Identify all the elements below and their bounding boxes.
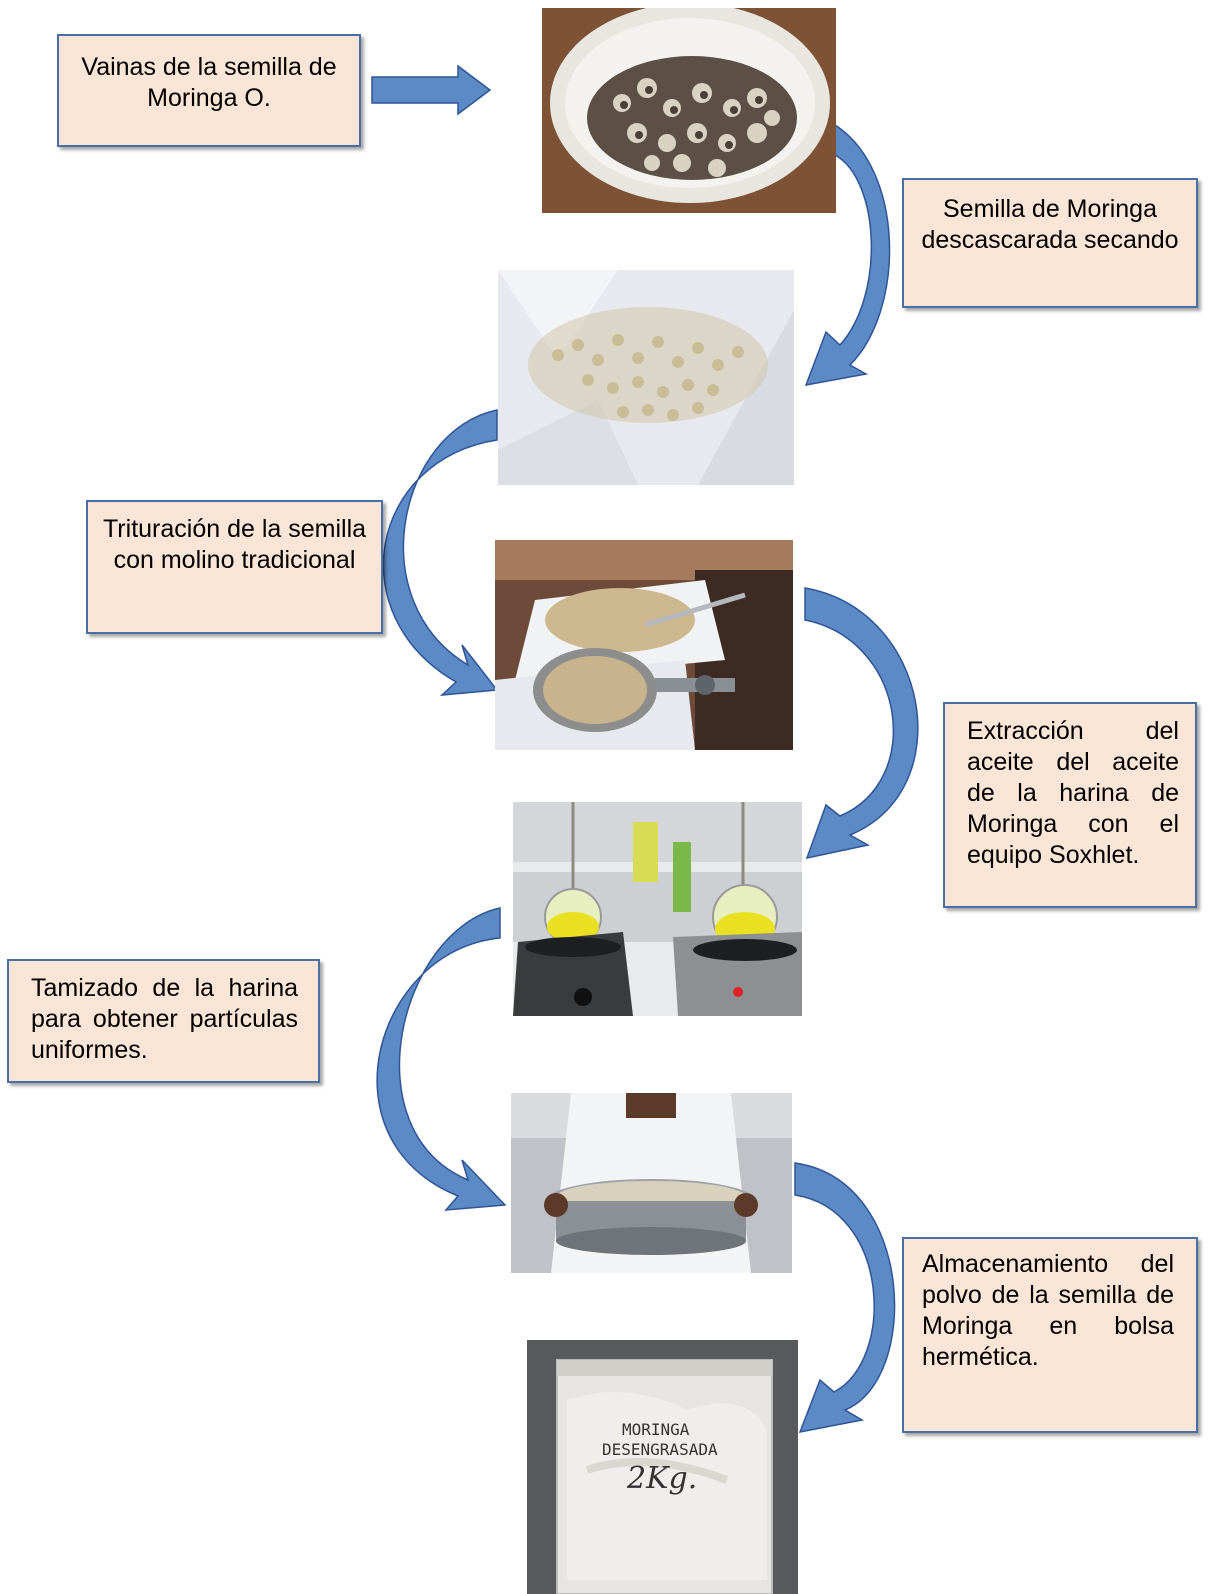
photo-sieving bbox=[511, 1093, 792, 1273]
photo-dehulled-seeds bbox=[498, 270, 794, 485]
photo-storage-bag: MORINGA DESENGRASADA 2Kg. bbox=[527, 1340, 798, 1594]
photo-seed-pods bbox=[542, 8, 836, 213]
bag-label-line1: MORINGA bbox=[622, 1420, 690, 1439]
curved-arrow-5-icon bbox=[794, 1162, 896, 1433]
step-box-pods: Vainas de la semilla de Moringa O. bbox=[57, 34, 361, 147]
step-box-storage: Almacenamiento del polvo de la semilla d… bbox=[902, 1237, 1198, 1433]
photo-soxhlet-extraction bbox=[513, 802, 802, 1016]
step-label-grinding: Trituración de la semilla con molino tra… bbox=[102, 515, 367, 574]
step-box-dehulled-seed: Semilla de Moringa descascarada secando bbox=[902, 178, 1198, 308]
bag-label-line2: DESENGRASADA bbox=[602, 1440, 718, 1459]
curved-arrow-3-icon bbox=[804, 587, 919, 860]
step-label-storage: Almacenamiento del polvo de la semilla d… bbox=[922, 1250, 1174, 1371]
photo-ground-flour bbox=[495, 540, 793, 750]
bag-label-line3: 2Kg. bbox=[626, 1461, 697, 1496]
step-label-pods: Vainas de la semilla de Moringa O. bbox=[81, 53, 337, 112]
arrow-right-icon bbox=[371, 64, 492, 116]
step-box-sieving: Tamizado de la harina para obtener partí… bbox=[7, 959, 320, 1083]
step-box-grinding: Trituración de la semilla con molino tra… bbox=[86, 500, 383, 634]
step-label-extraction: Extracción del aceite del aceite de la h… bbox=[967, 717, 1179, 869]
step-label-sieving: Tamizado de la harina para obtener partí… bbox=[31, 974, 298, 1064]
curved-arrow-4-icon bbox=[376, 907, 507, 1211]
step-label-dehulled-seed: Semilla de Moringa descascarada secando bbox=[921, 195, 1179, 254]
curved-arrow-2-icon bbox=[382, 409, 499, 696]
step-box-extraction: Extracción del aceite del aceite de la h… bbox=[943, 702, 1197, 908]
